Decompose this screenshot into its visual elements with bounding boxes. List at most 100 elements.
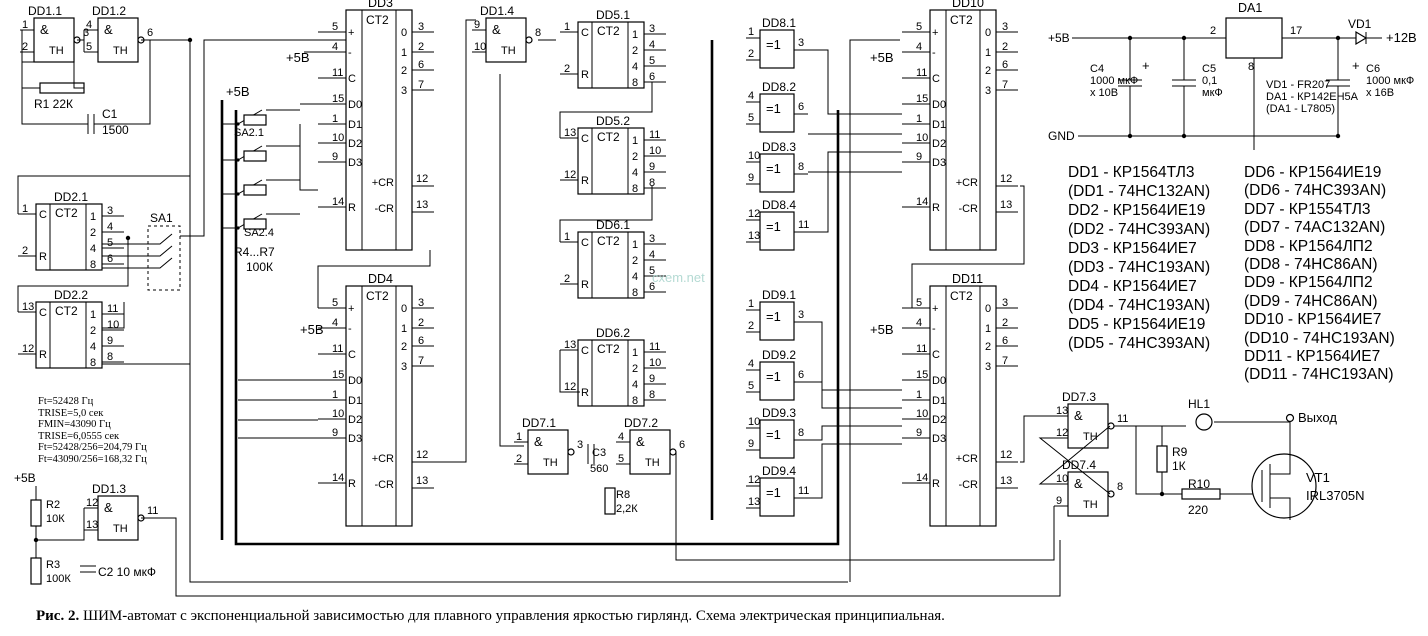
xor-dd8-1-title: DD8.1 bbox=[762, 16, 796, 30]
switch-sa1[interactable] bbox=[147, 225, 181, 291]
counter-dd4-out-label: 0 bbox=[401, 303, 407, 315]
gate-dd1-4-body bbox=[485, 17, 527, 63]
counter-dd11-out-label: 1 bbox=[985, 323, 991, 335]
counter-dd3-in-label: + bbox=[348, 27, 354, 39]
r4r7-value: 100К bbox=[246, 260, 273, 274]
counter-dd4-pin-14: 14 bbox=[332, 472, 344, 484]
switch-sa2-3-resistor bbox=[243, 184, 267, 196]
counter-dd4-pin-13: 13 bbox=[416, 475, 428, 487]
counter-dd4-pin-10: 10 bbox=[332, 408, 344, 420]
counter-dd4-out-label: 2 bbox=[401, 341, 407, 353]
xor-dd9-1: DD9.1 =1 1 2 3 bbox=[746, 288, 808, 341]
junction-dot bbox=[187, 37, 193, 43]
gate-dd1-1-title: DD1.1 bbox=[28, 4, 62, 18]
xor-dd9-1-pin-b: 2 bbox=[748, 320, 754, 332]
counter-dd5-2-pin-q: 8 bbox=[649, 177, 655, 189]
counter-dd5-1-pin-q: 3 bbox=[649, 23, 655, 35]
counter-dd11-pin-6: 6 bbox=[1002, 335, 1008, 347]
gate-dd7-2-title: DD7.2 bbox=[624, 416, 658, 430]
counter-dd10-in-label: D1 bbox=[932, 119, 946, 131]
xor-dd9-1-sym: =1 bbox=[766, 309, 781, 324]
gate-dd1-2-pin-out: 6 bbox=[147, 27, 153, 39]
r8-label: R8 bbox=[616, 489, 630, 501]
counter-dd2-2-r: R bbox=[39, 349, 47, 361]
wire bbox=[434, 19, 476, 463]
wire bbox=[141, 39, 191, 380]
counter-dd10-body bbox=[929, 9, 997, 251]
counter-dd6-2-q: 1 bbox=[632, 347, 638, 359]
counter-dd3-in-label: R bbox=[348, 202, 356, 214]
counter-dd10-out-label: 3 bbox=[985, 85, 991, 97]
counter-dd6-1-q: 8 bbox=[632, 287, 638, 299]
gate-dd7-3-sym: & bbox=[1074, 408, 1083, 423]
gate-dd1-4-pin-in2: 10 bbox=[474, 41, 486, 53]
output-terminal[interactable] bbox=[1285, 413, 1295, 423]
counter-dd10-out-label: 0 bbox=[985, 27, 991, 39]
counter-dd5-1-pin-q: 4 bbox=[649, 39, 655, 51]
counter-dd4-mcr: -CR bbox=[374, 479, 394, 491]
wire bbox=[21, 30, 75, 63]
xor-dd8-3-sym: =1 bbox=[766, 161, 781, 176]
wire bbox=[102, 257, 173, 269]
c6-text: C6 bbox=[1366, 63, 1380, 75]
counter-dd10-pin-13: 13 bbox=[1000, 199, 1012, 211]
counter-dd10-pin-10: 10 bbox=[916, 132, 928, 144]
counter-dd2-1-r: R bbox=[39, 251, 47, 263]
ps-plus5: +5В bbox=[1048, 31, 1070, 45]
switch-sa2-4-resistor bbox=[243, 218, 267, 230]
counter-dd11-in-label: - bbox=[932, 323, 936, 335]
counter-dd10-in-label: D0 bbox=[932, 99, 946, 111]
param-line: FMIN=43090 Гц bbox=[38, 419, 111, 430]
diode-vd1 bbox=[1355, 30, 1368, 46]
counter-dd11-pin-10: 10 bbox=[916, 408, 928, 420]
gate-dd7-4-body bbox=[1067, 471, 1109, 517]
xor-dd9-1-pin-y: 3 bbox=[798, 309, 804, 321]
counter-dd10-mcr: -CR bbox=[958, 203, 978, 215]
switch-sa2-1-resistor bbox=[243, 114, 267, 126]
param-line: Ft=52428 Гц bbox=[38, 396, 94, 407]
gate-dd1-3-th: TH bbox=[113, 523, 128, 535]
gate-dd1-4-pin-out: 8 bbox=[535, 27, 541, 39]
gate-dd7-3-title: DD7.3 bbox=[1062, 390, 1096, 404]
legend-left-line: (DD3 - 74HC193AN) bbox=[1068, 259, 1211, 276]
gate-dd7-2-pin-in1: 4 bbox=[618, 431, 624, 443]
counter-dd11-pin-12: 12 bbox=[1000, 449, 1012, 461]
counter-dd2-2-q: 4 bbox=[90, 341, 96, 353]
counter-dd2-2-q: 1 bbox=[90, 309, 96, 321]
counter-dd3-title: DD3 bbox=[368, 0, 393, 10]
xor-dd9-2-pin-a: 4 bbox=[748, 358, 754, 370]
r10-value: 220 bbox=[1188, 503, 1208, 517]
xor-dd9-4-body bbox=[759, 477, 795, 517]
xor-dd9-1-title: DD9.1 bbox=[762, 288, 796, 302]
sa2-plus5: +5В bbox=[226, 84, 250, 99]
xor-dd9-1-pin-a: 1 bbox=[748, 298, 754, 310]
gate-dd7-2-th: TH bbox=[645, 457, 660, 469]
gate-dd7-4-sym: & bbox=[1074, 476, 1083, 491]
counter-dd10-pin-4: 4 bbox=[916, 41, 922, 53]
xor-dd8-2-body bbox=[759, 93, 795, 133]
ps-gnd: GND bbox=[1048, 129, 1075, 143]
gate-dd1-2-sym: & bbox=[104, 22, 113, 37]
counter-dd6-1-pin-q: 4 bbox=[649, 249, 655, 261]
counter-dd10-in-label: D2 bbox=[932, 138, 946, 150]
gate-dd7-3-pin-out: 11 bbox=[1117, 413, 1128, 425]
r2-value: 10К bbox=[46, 513, 65, 525]
wire bbox=[1114, 425, 1182, 495]
counter-dd11-pin-1: 1 bbox=[916, 389, 922, 401]
counter-dd2-1-body bbox=[35, 203, 103, 271]
legend-right-line: DD10 - КР1564ИЕ7 bbox=[1244, 311, 1382, 329]
counter-dd11-in-label: D1 bbox=[932, 395, 946, 407]
counter-dd2-2-pin-c: 13 bbox=[22, 301, 34, 313]
counter-dd5-2-pin-r: 12 bbox=[564, 169, 576, 181]
counter-dd4-out-label: 1 bbox=[401, 323, 407, 335]
gate-dd1-1-pin-out: 3 bbox=[83, 27, 89, 39]
counter-dd5-1-r: R bbox=[581, 69, 589, 81]
wire bbox=[559, 350, 580, 393]
